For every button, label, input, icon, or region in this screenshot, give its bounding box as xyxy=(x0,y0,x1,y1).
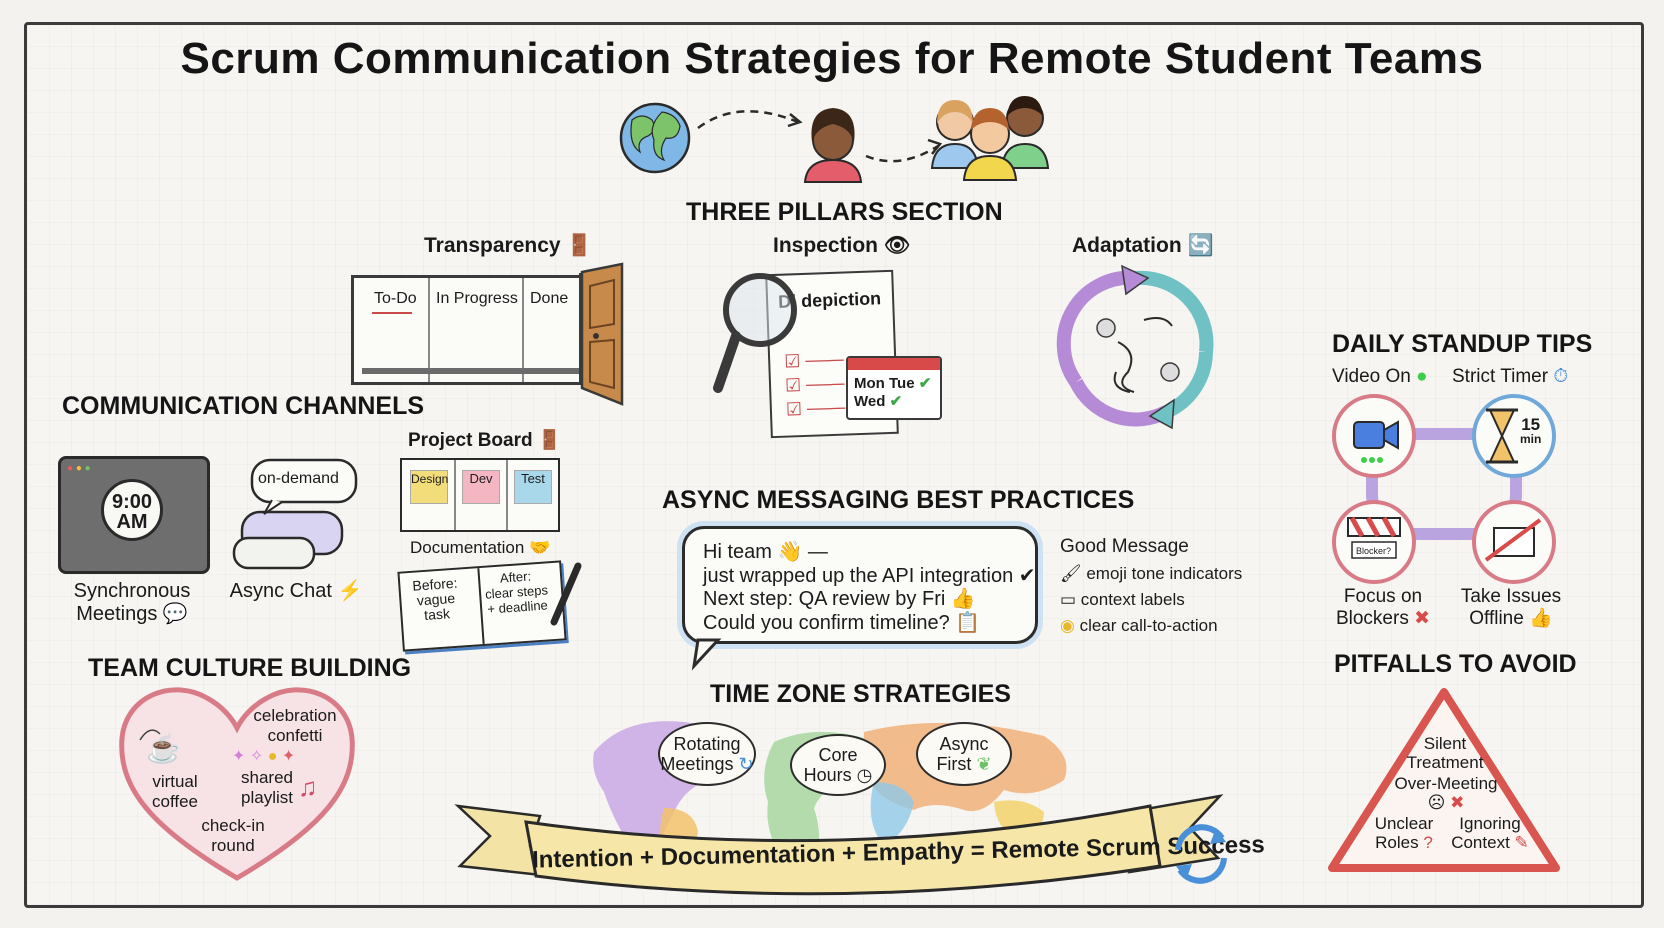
adaptation-cycle-icon xyxy=(1056,264,1214,430)
strict-timer-label: Strict Timer ⏱ xyxy=(1452,366,1569,387)
good-message-item-1: 🖌 emoji tone indicators xyxy=(1060,564,1243,583)
chat-bubble-text: on-demand xyxy=(258,470,339,487)
red-x-icon: ✖ xyxy=(1450,793,1465,812)
synchronous-meetings-label: Synchronous Meetings 💬 xyxy=(73,580,191,625)
target-icon: ◉ xyxy=(1060,616,1075,635)
kanban-col-done: Done xyxy=(530,290,569,307)
good-message-title: Good Message xyxy=(1060,536,1189,557)
plant-icon: ❦ xyxy=(976,754,992,774)
three-pillars-header: THREE PILLARS SECTION xyxy=(686,198,1003,226)
roadblock-icon xyxy=(1347,516,1401,559)
good-message-item-2: ▭ context labels xyxy=(1060,590,1185,609)
open-door-icon xyxy=(579,262,624,406)
video-camera-icon xyxy=(1353,420,1399,463)
clock-time: 9:00 xyxy=(111,491,153,513)
message-line-1: Hi team 👋 — xyxy=(703,541,828,563)
example-message-bubble: Hi team 👋 — just wrapped up the API inte… xyxy=(682,526,1038,644)
kanban-board: To-Do In Progress Done xyxy=(351,275,589,385)
inspection-label: Inspection 👁 xyxy=(773,234,911,257)
communication-channels-header: COMMUNICATION CHANNELS xyxy=(62,392,425,420)
note-icon: ✎ xyxy=(1514,833,1529,852)
x-icon: ✖ xyxy=(1414,607,1431,629)
thumbs-up-icon: 👍 xyxy=(1529,607,1553,629)
page-title: Scrum Communication Strategies for Remot… xyxy=(180,34,1484,83)
kanban-col-todo: To-Do xyxy=(374,290,417,307)
handshake-icon: 🤝 xyxy=(529,538,551,557)
speech-icon: 💬 xyxy=(162,603,188,625)
standup-cycle xyxy=(1332,394,1556,584)
async-messaging-header: ASYNC MESSAGING BEST PRACTICES xyxy=(662,486,1135,514)
message-line-2: just wrapped up the API integration ✔ xyxy=(703,564,1036,587)
message-line-4: Could you confirm timeline? 📋 xyxy=(703,611,981,634)
rotate-icon: ↻ xyxy=(738,754,754,774)
project-board-label: Project Board 🚪 xyxy=(408,430,562,451)
documentation-label: Documentation 🤝 xyxy=(410,538,551,557)
team-culture-header: TEAM CULTURE BUILDING xyxy=(88,654,412,682)
pen-icon xyxy=(550,562,582,626)
sticky-design: Design xyxy=(410,470,448,504)
label-icon: ▭ xyxy=(1060,590,1077,609)
warning-triangle xyxy=(1328,688,1560,872)
magnifier-icon xyxy=(713,273,797,393)
message-line-3: Next step: QA review by Fri 👍 xyxy=(703,588,976,610)
meeting-window: ● ● ● 9:00 AM xyxy=(58,456,210,574)
standup-header: DAILY STANDUP TIPS xyxy=(1332,330,1593,358)
door-icon: 🚪 xyxy=(566,234,593,257)
clock-ampm: AM xyxy=(116,511,148,533)
paint-icon: 🖌 xyxy=(1060,564,1082,583)
good-message-item-3: ◉ clear call-to-action xyxy=(1060,616,1218,635)
question-icon: ? xyxy=(1423,833,1433,852)
adaptation-label: Adaptation 🔄 xyxy=(1072,234,1214,257)
coffee-cup-icon: ☕ xyxy=(146,733,181,764)
clock-icon: ◷ xyxy=(856,765,873,785)
ribbon-banner xyxy=(454,794,1224,896)
focus-blockers-label: Focus on Blockers ✖ xyxy=(1335,586,1431,629)
green-dot-icon: ● xyxy=(1416,366,1428,387)
project-board: Design Dev Test xyxy=(400,458,560,532)
take-issues-offline-label: Take Issues Offline 👍 xyxy=(1460,586,1562,629)
stopwatch-icon: ⏱ xyxy=(1553,366,1569,387)
over-meeting-label: Over-Meeting ☹ ✖ xyxy=(1394,774,1498,812)
pitfalls-header: PITFALLS TO AVOID xyxy=(1334,650,1577,678)
eye-icon: 👁 xyxy=(883,234,911,257)
refresh-icon: 🔄 xyxy=(1187,234,1214,257)
time-zone-header: TIME ZONE STRATEGIES xyxy=(710,680,1011,708)
video-on-label: Video On ● xyxy=(1332,366,1428,387)
hourglass-icon xyxy=(1486,408,1518,464)
kanban-col-inprogress: In Progress xyxy=(436,290,518,307)
heart-shape xyxy=(119,687,355,881)
sticky-test: Test xyxy=(514,470,552,504)
face-icon: ☹ xyxy=(1427,793,1446,812)
lightning-icon: ⚡ xyxy=(337,580,363,602)
confetti-icon: ✦ ✧ ● ✦ xyxy=(232,748,296,765)
calendar-icon: Mon Tue ✔ Wed ✔ xyxy=(846,356,942,420)
no-screen-icon xyxy=(1484,518,1542,562)
music-note-icon: ♫ xyxy=(298,772,318,802)
async-chat-label: Async Chat ⚡ xyxy=(229,580,363,602)
chat-bubbles-icon xyxy=(232,458,358,570)
documentation-notebook: Before: vague task After: clear steps + … xyxy=(397,560,567,652)
transparency-label: Transparency 🚪 xyxy=(424,234,593,257)
door-small-icon: 🚪 xyxy=(537,430,562,451)
blocker-sign-text: Blocker? xyxy=(1356,546,1392,556)
bubble-tail xyxy=(691,638,722,671)
sticky-dev: Dev xyxy=(462,470,500,504)
cycle-arrows-icon xyxy=(1175,824,1227,884)
